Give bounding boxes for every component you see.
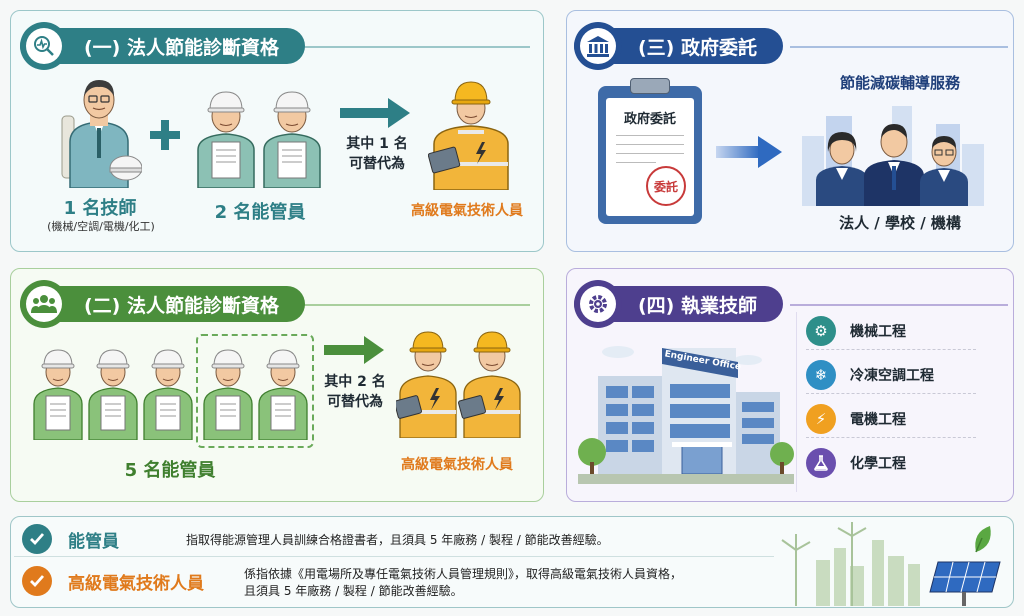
list-item-label: 冷凍空調工程 [850,367,934,384]
list-item-mechanical: ⚙ 機械工程 [806,312,976,350]
gear-icon [589,295,607,313]
section-1-title: (一) 法人節能診斷資格 [84,36,279,59]
arrow-right-icon [340,98,410,128]
definition-energy-manager: 能管員 [22,524,119,554]
section-4-header: (四) 執業技師 [574,280,783,328]
electrician-label-2: 高級電氣技術人員 [401,457,513,473]
engineer-office-building [578,346,794,484]
electrician-label: 高級電氣技術人員 [411,203,523,219]
stamp-icon: 委託 [646,166,686,206]
magnifier-chart-icon [34,36,54,56]
people-group-icon [31,295,57,313]
green-energy-illustration [781,522,1001,606]
two-electricians-figure [396,331,521,438]
two-managers-figure [197,91,321,188]
entities-label: 法人 / 學校 / 機構 [839,214,961,232]
list-item-label: 化學工程 [850,456,906,472]
arrow-right-icon [716,136,782,168]
city-people-illustration [802,106,984,206]
definition-term: 高級電氣技術人員 [68,573,204,594]
flask-icon [806,448,836,478]
definition-senior-electrician: 高級電氣技術人員 [22,566,204,596]
definition-text-line1: 係指依據《用電場所及專任電氣技術人員管理規則》，取得高級電氣技術人員資格， [244,567,683,581]
arrow-right-icon [324,336,384,364]
snowflake-icon: ❄ [806,359,836,390]
clipboard-icon: 政府委託 委託 [598,78,702,224]
list-item-hvac: ❄ 冷凍空調工程 [806,356,976,394]
section-4-title: (四) 執業技師 [638,294,757,317]
five-managers-label: 5 名能管員 [124,460,216,481]
section-3-title: (三) 政府委託 [638,36,757,59]
managers-label: 2 名能管員 [214,202,306,223]
section-3-header: (三) 政府委託 [574,22,783,70]
technician-fields: (機械/空調/電機/化工) [47,220,155,233]
technician-figure [61,80,142,188]
government-building-icon [587,36,609,57]
header-icon-badge [20,22,68,70]
header-icon-badge [20,280,68,328]
replace-note-line1: 其中 1 名 [346,136,408,152]
list-item-label: 機械工程 [850,323,906,340]
electrician-figure [428,81,509,190]
section-1-header: (一) 法人節能診斷資格 [20,22,305,70]
service-label: 節能減碳輔導服務 [839,74,960,92]
replace-note-line2: 可替代為 [349,156,405,172]
clipboard-title: 政府委託 [623,112,676,127]
replace-note-line1: 其中 2 名 [324,374,386,390]
replace-note-line2: 可替代為 [327,394,383,410]
check-icon [22,566,52,596]
replace-group-box [196,334,314,448]
header-line [300,304,530,306]
header-icon-badge [574,22,622,70]
definition-text: 指取得能源管理人員訓練合格證書者，且須具 5 年廠務 / 製程 / 節能改善經驗… [186,533,609,547]
plus-icon [150,120,180,150]
list-item-chemical: 化學工程 [806,444,976,482]
list-item-electrical: ⚡ 電機工程 [806,400,976,438]
header-line [790,304,1008,306]
definition-term: 能管員 [68,531,119,552]
section-2-header: (二) 法人節能診斷資格 [20,280,305,328]
definition-text-line2: 且須具 5 年廠務 / 製程 / 節能改善經驗。 [244,584,463,598]
check-icon [22,524,52,554]
list-item-label: 電機工程 [850,411,906,428]
technician-label: 1 名技師 [63,198,137,219]
lightning-icon: ⚡ [806,403,836,434]
section-2-title: (二) 法人節能診斷資格 [84,294,279,317]
header-icon-badge [574,280,622,328]
definitions-panel [10,516,1014,608]
header-line [790,46,1008,48]
definition-text: 係指依據《用電場所及專任電氣技術人員管理規則》，取得高級電氣技術人員資格， 且須… [244,566,682,600]
gear-icon: ⚙ [806,315,836,346]
header-line [300,46,530,48]
